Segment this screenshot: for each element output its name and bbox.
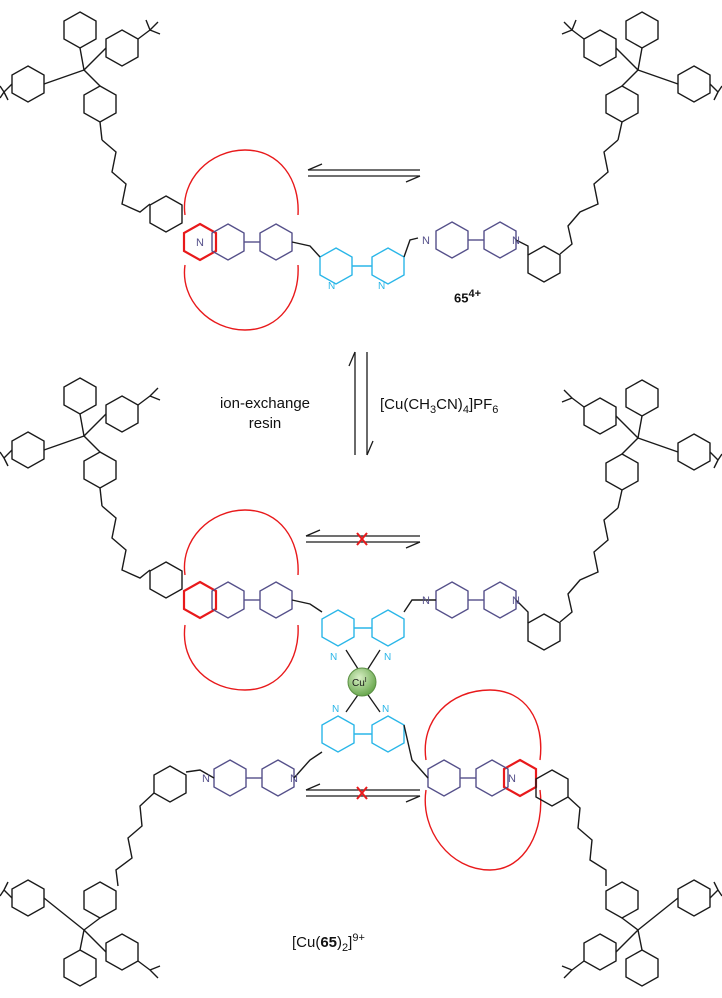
middle-blocked-mark (356, 532, 368, 546)
middle-blocked-equilibrium-arrow (305, 529, 421, 549)
center-viologen-upper-left (211, 581, 293, 619)
lower-blocked-equilibrium-arrow (305, 783, 421, 803)
compound-label-65: 654+ (454, 288, 482, 306)
center-bipyridine-n2: N (384, 652, 391, 663)
center-lower-linkers (185, 724, 429, 779)
center-viologen-upper-right (435, 581, 517, 619)
center-viologen-lower-right (427, 759, 509, 797)
top-right-linker (515, 239, 529, 255)
bottom-left-trityl-stopper (0, 765, 187, 987)
top-bipyridine-n2: N (378, 281, 385, 292)
forward-reagent-label: [Cu(CH3CN)4]PF6 (380, 396, 499, 416)
center-crown-ether-lower (424, 689, 542, 871)
reverse-reagent-label: ion-exchange resin (200, 394, 330, 434)
center-bipyridine-n1: N (330, 652, 337, 663)
top-bipyridine-n1: N (328, 281, 335, 292)
vertical-reaction-arrows (348, 351, 374, 456)
copper-label: CuI (352, 677, 367, 689)
center-bipyridine-lower (321, 715, 405, 753)
top-linker (291, 237, 419, 258)
center-bipyridine-upper (321, 609, 405, 647)
top-equilibrium-arrow (307, 163, 421, 183)
center-pyridinium-n-lower-right: N (508, 773, 516, 785)
top-pyridinium-n: N (422, 235, 430, 247)
top-right-trityl-stopper (527, 11, 722, 283)
center-pyridinium-n-lower-left: N (202, 773, 210, 785)
reverse-reagent-line2: resin (248, 415, 282, 432)
middle-right-trityl-stopper (527, 379, 722, 651)
top-crown-ether (182, 149, 299, 331)
top-pyridinium-n-left: N (196, 237, 204, 249)
center-pyridinium-n-lower-mid: N (290, 773, 298, 785)
center-upper-linkers (291, 599, 529, 623)
top-bipyridine (319, 247, 405, 285)
middle-left-trityl-stopper (0, 377, 183, 599)
bottom-right-trityl-stopper (535, 769, 722, 987)
center-bipyridine-n4: N (382, 704, 389, 715)
top-viologen-left (211, 223, 293, 261)
top-pyridinium-n-right: N (512, 235, 520, 247)
complex-label: [Cu(65)2]9+ (292, 932, 365, 954)
lower-blocked-mark (356, 786, 368, 800)
copper-ion (347, 667, 377, 697)
center-viologen-lower-left (213, 759, 295, 797)
top-left-trityl-stopper (0, 11, 183, 233)
top-viologen-right (435, 221, 517, 259)
reverse-reagent-line1: ion-exchange (219, 395, 311, 412)
center-pyridinium-n-upper-right: N (512, 595, 520, 607)
center-crown-ether-upper (182, 509, 299, 691)
center-bipyridine-n3: N (332, 704, 339, 715)
center-pyridinium-n-upper: N (422, 595, 430, 607)
